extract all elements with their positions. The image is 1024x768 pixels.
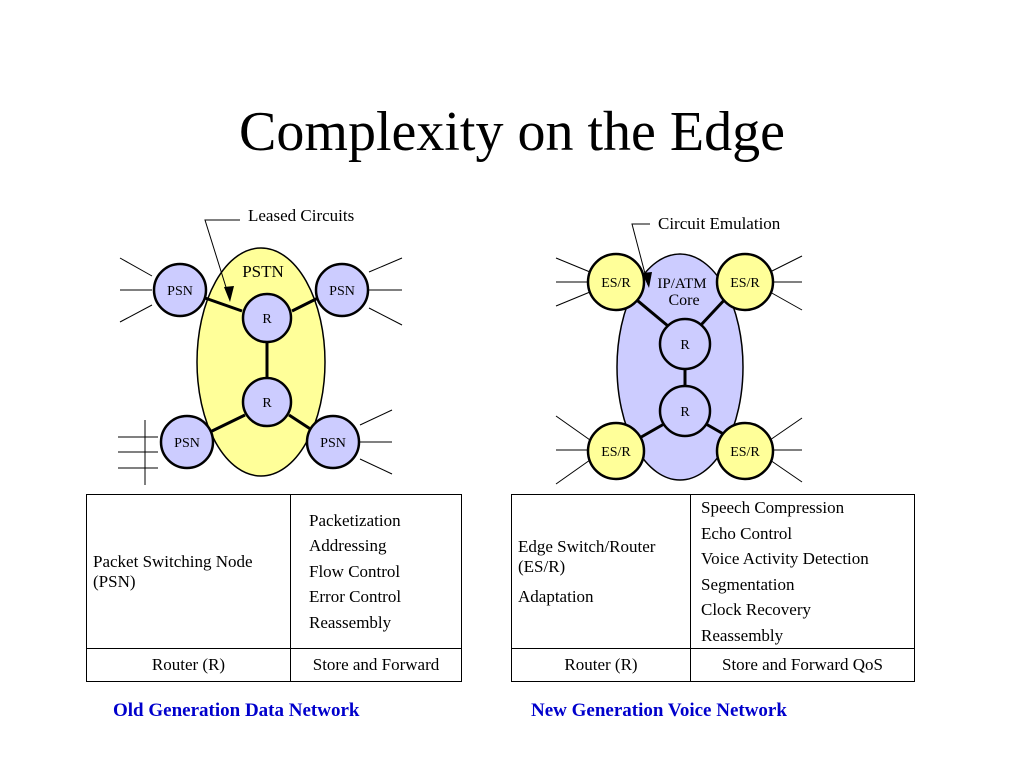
node-psn-bottom-left: PSN — [159, 414, 215, 470]
svg-text:PSN: PSN — [320, 436, 346, 451]
core-label: Core — [668, 292, 699, 309]
psn-functions-cell: Packetization Addressing Flow Control Er… — [290, 494, 462, 649]
node-router-top: R — [658, 317, 712, 371]
node-psn-top-left: PSN — [152, 262, 208, 318]
node-router-bottom: R — [241, 376, 293, 428]
psn-function-item: Flow Control — [309, 561, 401, 581]
pstn-label: PSTN — [242, 262, 284, 281]
es-external-lines — [555, 255, 803, 485]
psn-external-lines — [118, 257, 403, 485]
svg-text:PSN: PSN — [329, 284, 355, 299]
psn-node-abbr: (PSN) — [93, 571, 136, 591]
esr-adaptation-label: Adaptation — [518, 586, 594, 606]
svg-text:ES/R: ES/R — [730, 276, 760, 291]
esr-function-item: Speech Compression — [701, 498, 845, 517]
psn-functions-table: Packet Switching Node (PSN) Packetizatio… — [86, 494, 462, 682]
node-router-top: R — [241, 292, 293, 344]
psn-node-cell: Packet Switching Node (PSN) — [86, 494, 291, 649]
svg-text:R: R — [262, 396, 272, 411]
psn-function-item: Reassembly — [309, 612, 392, 632]
node-psn-bottom-right: PSN — [305, 414, 361, 470]
svg-text:ES/R: ES/R — [601, 276, 631, 291]
psn-function-item: Error Control — [309, 587, 402, 607]
circuit-emulation-label: Circuit Emulation — [658, 214, 781, 233]
svg-text:PSN: PSN — [167, 284, 193, 299]
esr-functions-cell: Speech Compression Echo Control Voice Ac… — [690, 494, 915, 649]
new-generation-caption: New Generation Voice Network — [531, 700, 787, 721]
svg-text:R: R — [680, 405, 690, 420]
node-psn-top-right: PSN — [314, 262, 370, 318]
left-diagram: PSTN Leased Circuits — [118, 206, 403, 485]
node-router-bottom: R — [658, 384, 712, 438]
esr-function-item: Segmentation — [701, 574, 795, 594]
esr-node-cell: Edge Switch/Router (ES/R) Adaptation — [511, 494, 691, 649]
router-label-cell: Router (R) — [511, 648, 691, 682]
esr-function-item: Reassembly — [701, 625, 784, 645]
psn-node-label: Packet Switching Node — [93, 551, 253, 571]
leased-circuits-label: Leased Circuits — [248, 206, 354, 225]
router-label-cell: Router (R) — [86, 648, 291, 682]
page-title: Complexity on the Edge — [239, 101, 785, 163]
esr-function-item: Voice Activity Detection — [701, 549, 869, 568]
ip-atm-label: IP/ATM — [657, 276, 706, 292]
psn-function-item: Packetization — [309, 510, 401, 530]
svg-text:R: R — [262, 312, 272, 327]
node-esr-top-right: ES/R — [715, 252, 775, 312]
node-esr-bottom-left: ES/R — [586, 421, 646, 481]
old-generation-caption: Old Generation Data Network — [113, 700, 360, 721]
circuit-emulation-callout-line — [631, 223, 650, 286]
node-esr-bottom-right: ES/R — [715, 421, 775, 481]
svg-text:PSN: PSN — [174, 436, 200, 451]
esr-function-item: Echo Control — [701, 523, 793, 543]
svg-text:ES/R: ES/R — [730, 445, 760, 460]
psn-function-item: Addressing — [309, 536, 387, 556]
store-forward-cell: Store and Forward — [290, 648, 462, 682]
esr-node-abbr: (ES/R) — [518, 556, 566, 576]
esr-node-label: Edge Switch/Router — [518, 536, 656, 556]
esr-function-item: Clock Recovery — [701, 600, 811, 619]
esr-functions-table: Edge Switch/Router (ES/R) Adaptation Spe… — [511, 494, 915, 682]
right-diagram: IP/ATM Core Circuit Emula — [555, 214, 803, 485]
leased-circuits-callout-line — [204, 219, 240, 301]
node-esr-top-left: ES/R — [586, 252, 646, 312]
callout-arrowhead — [224, 286, 234, 302]
store-forward-qos-cell: Store and Forward QoS — [690, 648, 915, 682]
svg-text:ES/R: ES/R — [601, 445, 631, 460]
svg-text:R: R — [680, 338, 690, 353]
